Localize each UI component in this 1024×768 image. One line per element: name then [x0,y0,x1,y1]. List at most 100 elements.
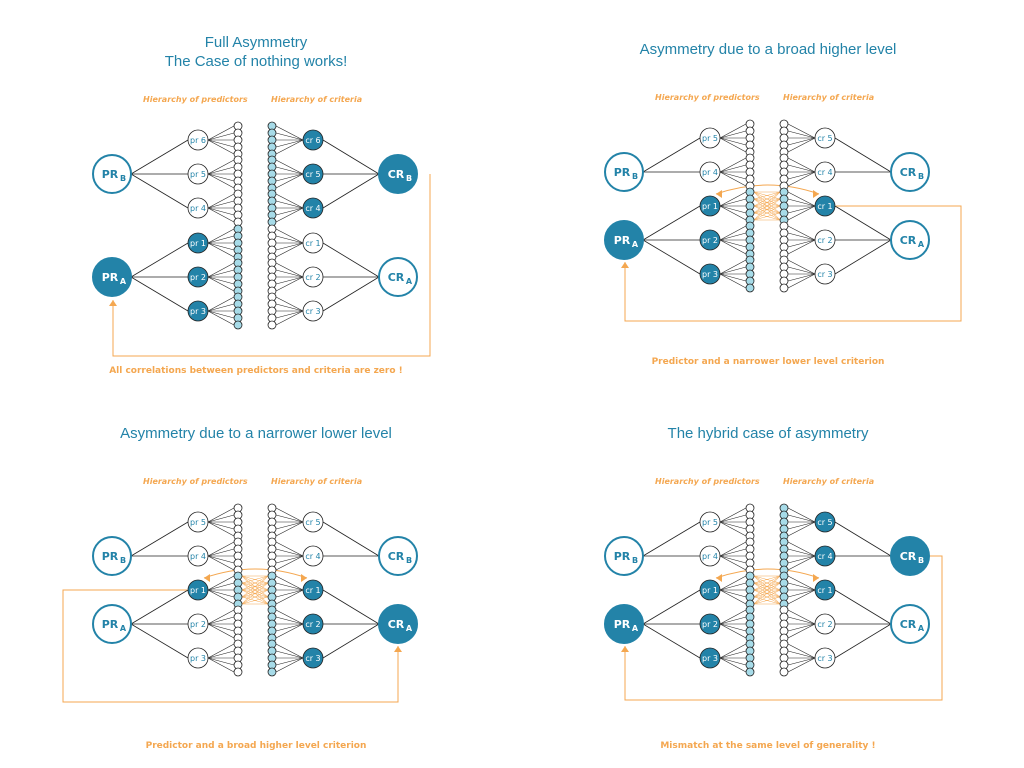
node-cr-b [890,152,930,192]
predictor-node-label: pr 3 [190,654,206,663]
fan-line-right [787,643,816,659]
criterion-node-label: cr 5 [817,134,832,143]
fan-line-left [719,548,747,557]
fan-line-left [719,164,747,173]
fan-line-left [207,276,235,285]
fan-line-left [719,589,747,598]
panel-title-line-2: The Case of nothing works! [164,53,348,70]
line-indicator-to-cr [834,589,892,625]
fan-line-right [787,582,816,591]
node-pr-b-label: PR [614,166,631,179]
fan-line-left [719,205,747,214]
indicator-small-node [233,667,243,677]
fan-line-left [719,171,747,187]
criterion-node-label: cr 1 [817,202,832,211]
orange-links [621,184,962,322]
criterion-node-label: cr 4 [305,552,320,561]
fan-line-right [787,232,816,241]
criterion-node-label: cr 4 [305,204,320,213]
panel-broad-higher-level: Asymmetry due to a broad higher level Hi… [512,0,1024,384]
predictor-node [699,545,721,567]
criterion-node-label: cr 1 [817,586,832,595]
fan-line-right [787,171,816,180]
panel-title: Asymmetry due to a narrower lower level [120,425,392,442]
cross-correlation-line [753,575,781,584]
criterion-small-node [267,667,277,677]
fan-line-right [787,164,816,173]
predictor-node [187,647,209,669]
node-cr-b-subscript: B [918,556,924,565]
cross-correlation-line [753,191,781,207]
line-pr-to-indicator [642,205,701,241]
fan-line-right [787,623,816,639]
fan-line-left [207,207,235,223]
fan-line-left [719,130,747,139]
node-cr-b [378,154,418,194]
fan-line-right [787,657,816,673]
criterion-node-label: cr 1 [305,239,320,248]
fan-line-left [719,555,747,564]
fan-line-left [207,555,235,571]
fan-line-left [207,575,235,591]
fan-line-left [207,207,235,216]
node-pr-a-label: PR [614,234,631,247]
arc-link [715,568,820,579]
fan-line-left [719,514,747,523]
fan-line-right [787,555,816,571]
fan-line-left [719,623,747,639]
fan-line-right [787,198,816,207]
fan-line-left [207,125,235,141]
criterion-node-label: cr 5 [305,518,320,527]
cross-correlation-line [241,575,269,584]
predictor-node-label: pr 5 [702,134,718,143]
header-criteria: Hierarchy of criteria [271,95,363,104]
feedback-arrow [621,646,629,652]
criterion-node [302,579,324,601]
fan-line-left [719,259,747,275]
fan-line-left [719,137,747,153]
fan-line-left [719,266,747,275]
fan-line-left [207,582,235,591]
line-pr-to-indicator [130,623,189,659]
predictor-node-label: pr 3 [702,270,718,279]
fan-line-right [787,171,816,187]
fan-line-left [207,173,235,189]
node-cr-a-label: CR [388,271,405,284]
fan-line-right [787,657,816,666]
fan-line-right [275,303,304,312]
fan-line-right [787,273,816,282]
node-pr-a [92,604,132,644]
fan-line-left [207,657,235,673]
fan-line-right [275,193,304,209]
fan-line-right [275,541,304,557]
fan-line-right [787,507,816,523]
predictor-node [699,229,721,251]
fan-line-right [787,137,816,146]
line-indicator-to-cr [322,276,380,312]
fan-line-right [787,239,816,248]
line-indicator-to-cr [322,139,380,175]
node-pr-b [92,536,132,576]
fan-line-left [719,137,747,146]
fan-line-right [275,207,304,223]
fan-line-right [275,507,304,523]
criterion-node [302,613,324,635]
fan-line-right [275,575,304,591]
node-pr-a [604,604,644,644]
criterion-node [302,266,324,288]
node-pr-a-label: PR [102,271,119,284]
fan-line-left [719,616,747,625]
criterion-node-label: cr 5 [817,518,832,527]
line-indicator-to-cr [322,242,380,278]
fan-line-right [787,575,816,591]
fan-line-right [275,657,304,673]
header-predictors: Hierarchy of predictors [143,477,248,486]
node-cr-b-label: CR [388,550,405,563]
node-pr-b [92,154,132,194]
fan-line-right [275,555,304,571]
fan-line-right [275,166,304,175]
node-cr-a-subscript: A [918,624,925,633]
fan-line-left [207,623,235,632]
node-cr-a-subscript: A [406,277,413,286]
